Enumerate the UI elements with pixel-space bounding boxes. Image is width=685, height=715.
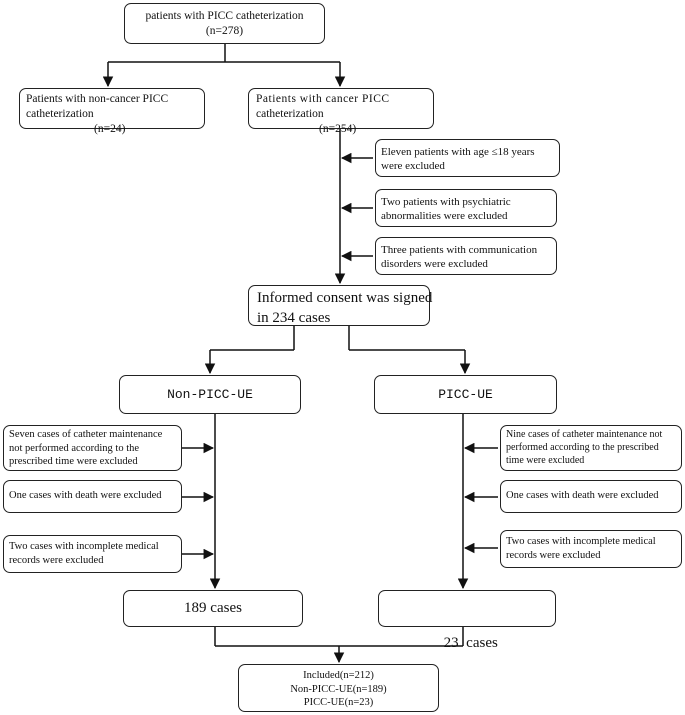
right-exclusion-records-line-1: Two cases with incomplete medical [506,536,656,547]
non-picc-ue-label: Non-PICC-UE [167,387,253,402]
right-exclusion-records-line-2: records were excluded [506,549,601,561]
left-count-box: 189 cases [123,590,303,627]
non-cancer-line-1: Patients with non-cancer PICC [26,93,169,105]
left-exclusion-records-line-1: Two cases with incomplete medical [9,541,159,552]
cancer-line-1: Patients with cancer PICC [256,93,390,105]
consent-line-2: in 234 cases [257,310,331,327]
included-box: Included(n=212) Non-PICC-UE(n=189) PICC-… [238,664,439,712]
non-cancer-line-3: (n=24) [94,122,126,135]
exclusion-comm-line-1: Three patients with communication [381,244,538,256]
exclusion-age-line-1: Eleven patients with age ≤18 years [381,146,535,158]
left-exclusion-records-box: Two cases with incomplete medical record… [3,535,182,573]
left-exclusion-records-line-2: records were excluded [9,554,104,566]
right-exclusion-maintenance-box: Nine cases of catheter maintenance not p… [500,425,682,471]
non-picc-ue-box: Non-PICC-UE [119,375,301,414]
cancer-line-2: catheterization [256,107,324,120]
right-exclusion-maintenance-line-3: time were excluded [506,455,585,466]
right-count-label: 23 cases [443,635,498,651]
exclusion-psych-box: Two patients with psychiatric abnormalit… [375,189,557,227]
right-exclusion-death-line-1: One cases with death were excluded [506,490,659,501]
right-exclusion-death-box: One cases with death were excluded [500,480,682,513]
left-exclusion-maintenance-line-2: not performed according to the [9,442,140,454]
picc-ue-label: PICC-UE [438,387,493,402]
included-line-3: PICC-UE(n=23) [303,697,374,709]
exclusion-psych-line-1: Two patients with psychiatric [381,196,511,208]
cancer-box: Patients with cancer PICC catheterizatio… [248,88,434,135]
right-exclusion-records-box: Two cases with incomplete medical record… [500,530,682,568]
right-count-box: 23 cases [378,590,556,651]
exclusion-psych-line-2: abnormalities were excluded [381,210,508,223]
right-exclusion-maintenance-line-2: performed according to the prescribed [506,442,659,453]
left-exclusion-maintenance-box: Seven cases of catheter maintenance not … [3,425,182,471]
exclusion-comm-box: Three patients with communication disord… [375,237,557,275]
exclusion-comm-line-2: disorders were excluded [381,258,488,271]
left-exclusion-maintenance-line-1: Seven cases of catheter maintenance [9,429,163,440]
picc-ue-box: PICC-UE [374,375,557,414]
non-cancer-line-2: catheterization [26,107,94,120]
non-cancer-box: Patients with non-cancer PICC catheteriz… [19,88,205,135]
right-exclusion-maintenance-line-1: Nine cases of catheter maintenance not [506,429,663,440]
included-line-1: Included(n=212) [303,670,374,681]
left-exclusion-death-box: One cases with death were excluded [3,480,182,513]
root-box: patients with PICC catheterization (n=27… [124,3,325,44]
consent-box: Informed consent was signed in 234 cases [248,285,433,327]
left-exclusion-maintenance-line-3: prescribed time were excluded [9,456,138,468]
included-line-2: Non-PICC-UE(n=189) [290,683,387,695]
exclusion-age-line-2: were excluded [381,160,445,173]
cancer-line-3: (n=254) [319,122,357,135]
exclusion-age-box: Eleven patients with age ≤18 years were … [375,139,560,177]
left-count-label: 189 cases [184,600,242,616]
consent-line-1: Informed consent was signed [257,290,433,306]
root-line-2: (n=278) [205,24,244,37]
root-line-1: patients with PICC catheterization [145,10,304,22]
left-exclusion-death-line-1: One cases with death were excluded [9,490,162,501]
